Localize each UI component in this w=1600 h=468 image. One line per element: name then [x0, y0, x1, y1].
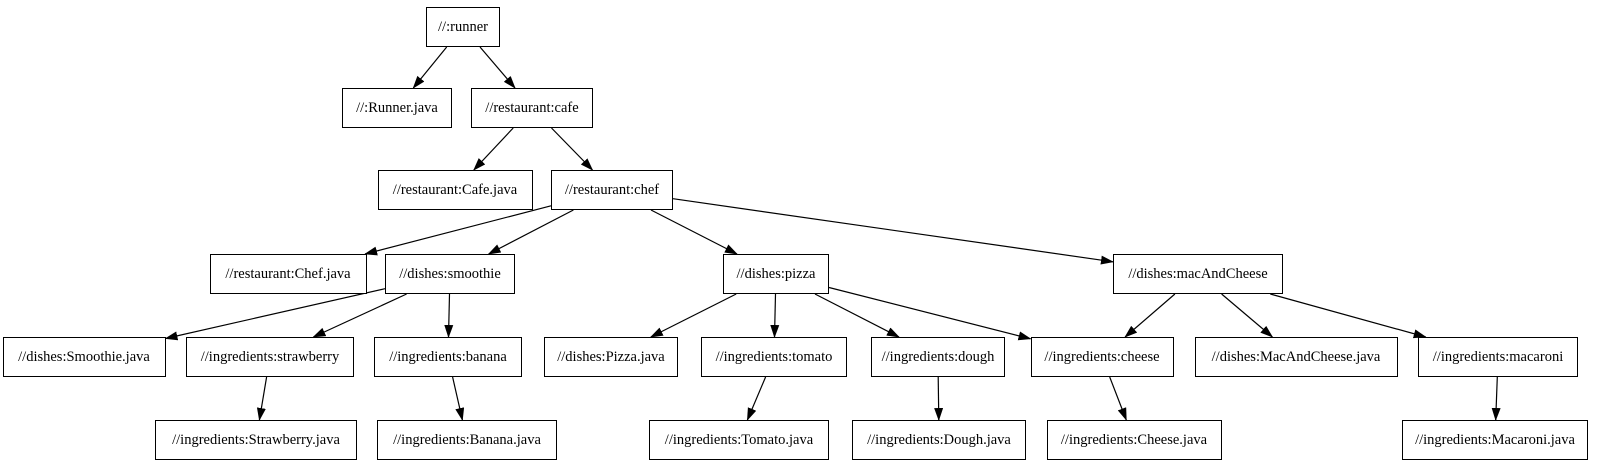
graph-node-runner-java: //:Runner.java — [342, 88, 452, 128]
graph-node-chef-java: //restaurant:Chef.java — [209, 254, 367, 294]
graph-edge-runner-to-cafe — [479, 46, 516, 89]
graph-edge-cheese-to-cheese-java — [1109, 376, 1127, 421]
graph-node-pizza-java: //dishes:Pizza.java — [544, 337, 678, 377]
graph-edge-strawberry-to-strawberry-java — [256, 376, 268, 421]
graph-node-macaroni-java: //ingredients:Macaroni.java — [1402, 420, 1588, 460]
graph-edge-pizza-to-dough — [814, 293, 900, 338]
graph-node-pizza: //dishes:pizza — [723, 254, 829, 294]
graph-edge-cafe-to-cafe-java — [473, 127, 514, 171]
graph-edge-pizza-to-cheese — [828, 286, 1032, 341]
graph-edge-mac-and-cheese-to-mac-and-cheese-java — [1221, 293, 1274, 338]
graph-edge-smoothie-to-smoothie-java — [164, 288, 386, 341]
graph-edge-chef-to-pizza — [650, 209, 738, 255]
graph-edge-runner-to-runner-java — [412, 46, 448, 89]
graph-edge-pizza-to-tomato — [770, 293, 780, 338]
graph-node-strawberry-java: //ingredients:Strawberry.java — [155, 420, 357, 460]
graph-edge-mac-and-cheese-to-macaroni — [1270, 293, 1427, 339]
graph-node-mac-and-cheese: //dishes:macAndCheese — [1113, 254, 1283, 294]
graph-node-cafe: //restaurant:cafe — [471, 88, 593, 128]
graph-node-macaroni: //ingredients:macaroni — [1418, 337, 1578, 377]
graph-node-smoothie: //dishes:smoothie — [385, 254, 515, 294]
graph-edge-mac-and-cheese-to-cheese — [1124, 293, 1176, 338]
graph-node-cafe-java: //restaurant:Cafe.java — [377, 170, 533, 210]
graph-edge-macaroni-to-macaroni-java — [1491, 376, 1501, 421]
graph-edge-smoothie-to-banana — [444, 293, 454, 338]
graph-edge-dough-to-dough-java — [934, 376, 944, 421]
graph-node-dough: //ingredients:dough — [871, 337, 1005, 377]
graph-node-cheese: //ingredients:cheese — [1030, 337, 1174, 377]
graph-edge-chef-to-chef-java — [364, 205, 552, 256]
graph-node-smoothie-java: //dishes:Smoothie.java — [2, 337, 166, 377]
graph-node-dough-java: //ingredients:Dough.java — [852, 420, 1026, 460]
graph-node-chef: //restaurant:chef — [551, 170, 673, 210]
graph-edge-banana-to-banana-java — [452, 376, 465, 421]
graph-node-tomato: //ingredients:tomato — [701, 337, 847, 377]
graph-edge-tomato-to-tomato-java — [746, 376, 767, 421]
graph-node-runner: //:runner — [426, 7, 500, 47]
graph-edge-smoothie-to-strawberry — [312, 293, 407, 338]
graph-node-cheese-java: //ingredients:Cheese.java — [1046, 420, 1222, 460]
graph-edge-chef-to-mac-and-cheese — [672, 198, 1114, 265]
graph-node-mac-and-cheese-java: //dishes:MacAndCheese.java — [1194, 337, 1398, 377]
graph-node-tomato-java: //ingredients:Tomato.java — [649, 420, 829, 460]
graph-node-banana: //ingredients:banana — [374, 337, 522, 377]
graph-node-banana-java: //ingredients:Banana.java — [377, 420, 557, 460]
graph-edge-pizza-to-pizza-java — [649, 293, 737, 338]
graph-edge-chef-to-smoothie — [487, 209, 574, 255]
graph-node-strawberry: //ingredients:strawberry — [186, 337, 354, 377]
graph-edge-cafe-to-chef — [551, 127, 594, 171]
